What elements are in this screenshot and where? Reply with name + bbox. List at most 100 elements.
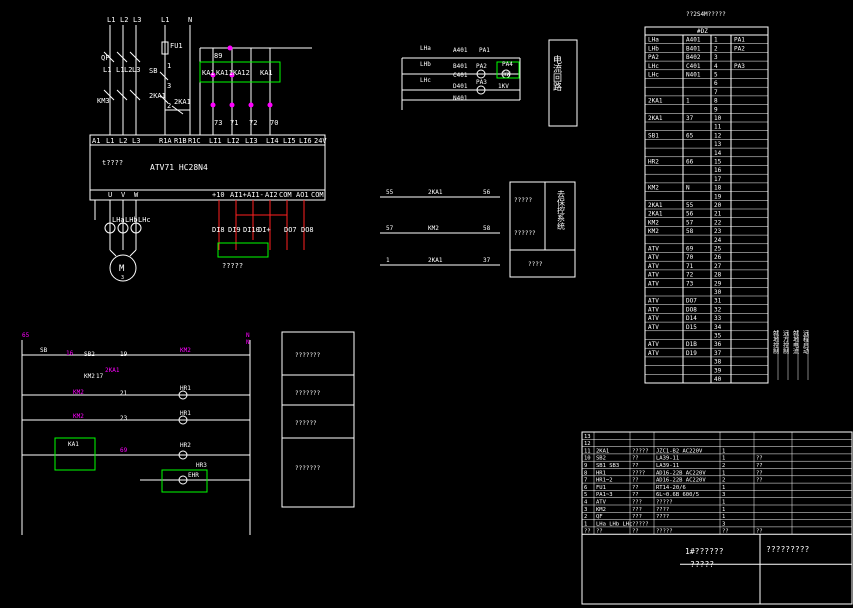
line-label-l1: L1 (103, 66, 111, 74)
bom-cell: 8 (584, 470, 587, 476)
bom-cell: 2 (584, 514, 587, 520)
terminal-ai2: AI2 (265, 191, 278, 199)
ladder-label-23: 23 (120, 415, 128, 422)
terminal-com2: COM (311, 191, 324, 199)
ladder-side-3: ?????? (295, 420, 317, 427)
terminal-cell: D15 (686, 324, 697, 331)
ladder-side-4: ??????? (295, 465, 321, 472)
terminal-cell: 30 (714, 289, 722, 296)
terminal-cell: ATV (648, 246, 659, 253)
terminal-cell: ATV (648, 315, 659, 322)
ladder-label-km2c: KM2 (84, 373, 95, 380)
terminal-title: ??2S4M????? (686, 11, 726, 18)
terminal-cell: 18 (714, 185, 722, 192)
bom-cell: 6 (584, 485, 587, 491)
ladder-label-sb2: SB2 (84, 351, 95, 358)
terminal-cell: 11 (714, 124, 722, 131)
a1-label: A1 (92, 137, 100, 145)
bom-cell: 1 (722, 514, 725, 520)
line-label-l2: L2 (124, 66, 132, 74)
terminal-cell: 15 (714, 159, 722, 166)
terminal-cell: 71 (686, 263, 694, 270)
bom-cell: ????? (656, 529, 673, 535)
io-diplus: DI+ (258, 226, 271, 234)
ctrl-title: 去保控系统 (557, 189, 566, 231)
ka1-label: 2KA1 (149, 92, 166, 100)
terminal-cell: N (686, 185, 690, 192)
bom-cell: HR1~2 (596, 478, 613, 484)
terminal-cell: 55 (686, 202, 694, 209)
neutral-label: N (188, 16, 192, 24)
terminal-cell: 35 (714, 333, 722, 340)
sb-label: SB (149, 67, 157, 75)
terminal-cell: 14 (714, 150, 722, 157)
terminal-li4: LI4 (266, 137, 279, 145)
input-l1: L1 (106, 137, 114, 145)
terminal-cell: 10 (714, 115, 722, 122)
terminal-cell: ATV (648, 272, 659, 279)
terminal-cell: 38 (714, 359, 722, 366)
pot-label: ????? (222, 262, 243, 270)
io-di9: DI9 (228, 226, 241, 234)
output-w: W (134, 191, 139, 199)
terminal-cell: 70 (686, 254, 694, 261)
terminal-cell: 66 (686, 159, 694, 166)
terminal-li5: LI5 (283, 137, 296, 145)
bom-cell: 9 (584, 463, 587, 469)
ctrl-row2-right: 58 (483, 225, 491, 232)
bom-cell: LA39-11 (656, 456, 679, 462)
terminal-cell: D14 (686, 315, 697, 322)
terminal-cell: LHc (648, 72, 659, 79)
bom-cell: ????? (656, 500, 673, 506)
bom-cell: 1 (722, 448, 725, 454)
ctrl-row1-left: 55 (386, 189, 394, 196)
bom-cell: ??? (632, 507, 642, 513)
bom-cell: 12 (584, 441, 591, 447)
terminal-cell: PA1 (734, 37, 745, 44)
terminal-cell: 65 (686, 132, 694, 139)
node-dots (210, 45, 273, 108)
terminal-cell: 27 (714, 263, 722, 270)
ladder-side-1: ??????? (295, 352, 321, 359)
terminal-cell: 3 (714, 54, 718, 61)
terminal-cell: 36 (714, 341, 722, 348)
potentiometer-box (217, 242, 269, 258)
terminal-cell: 8 (714, 98, 718, 105)
meter-ct-lhb: LHb (420, 61, 431, 68)
ctrl-row3-left: 1 (386, 257, 390, 264)
terminal-cell: 69 (686, 246, 694, 253)
ladder-right-node: N (246, 332, 250, 339)
terminal-r1c: R1C (188, 137, 201, 145)
bom-cell: 2 (722, 478, 725, 484)
ladder-right-node-2: N (246, 339, 250, 346)
terminal-cell: N401 (686, 72, 701, 79)
terminal-ao1: AO1 (296, 191, 309, 199)
terminal-cell: 22 (714, 219, 722, 226)
wire-d401: D401 (453, 83, 468, 90)
relay-ka12: KA12 (233, 69, 250, 77)
bom-cell: 3 (584, 507, 587, 513)
terminal-cell: 33 (714, 315, 722, 322)
motor-label: M (119, 264, 125, 274)
ctrl-row3-right: 37 (483, 257, 491, 264)
meter-pa4: PA4 (502, 61, 513, 68)
terminal-cell: ATV (648, 280, 659, 287)
ctrl-text-1: ????? (514, 197, 532, 204)
output-u: U (108, 191, 112, 199)
relay-ka11: KA11 (216, 69, 233, 77)
terminal-cell: 13 (714, 141, 722, 148)
relay-out-70: 70 (270, 119, 278, 127)
bom-cell: AD16-22B AC220V (656, 478, 706, 484)
bom-cell: 1 (722, 456, 725, 462)
bom-cell: 2 (722, 463, 725, 469)
terminal-side-col: 就地控制 (772, 329, 779, 355)
terminal-cell: 12 (714, 132, 722, 139)
input-l3: L3 (132, 137, 140, 145)
terminal-cell: 72 (686, 272, 694, 279)
bom-cell: ?? (756, 529, 763, 535)
terminal-ai1p: AI1+ (230, 191, 247, 199)
terminal-cell: 1 (686, 98, 690, 105)
meter-kw: kW (503, 71, 511, 78)
terminal-cell: HR2 (648, 159, 659, 166)
relay-out-72: 72 (249, 119, 257, 127)
